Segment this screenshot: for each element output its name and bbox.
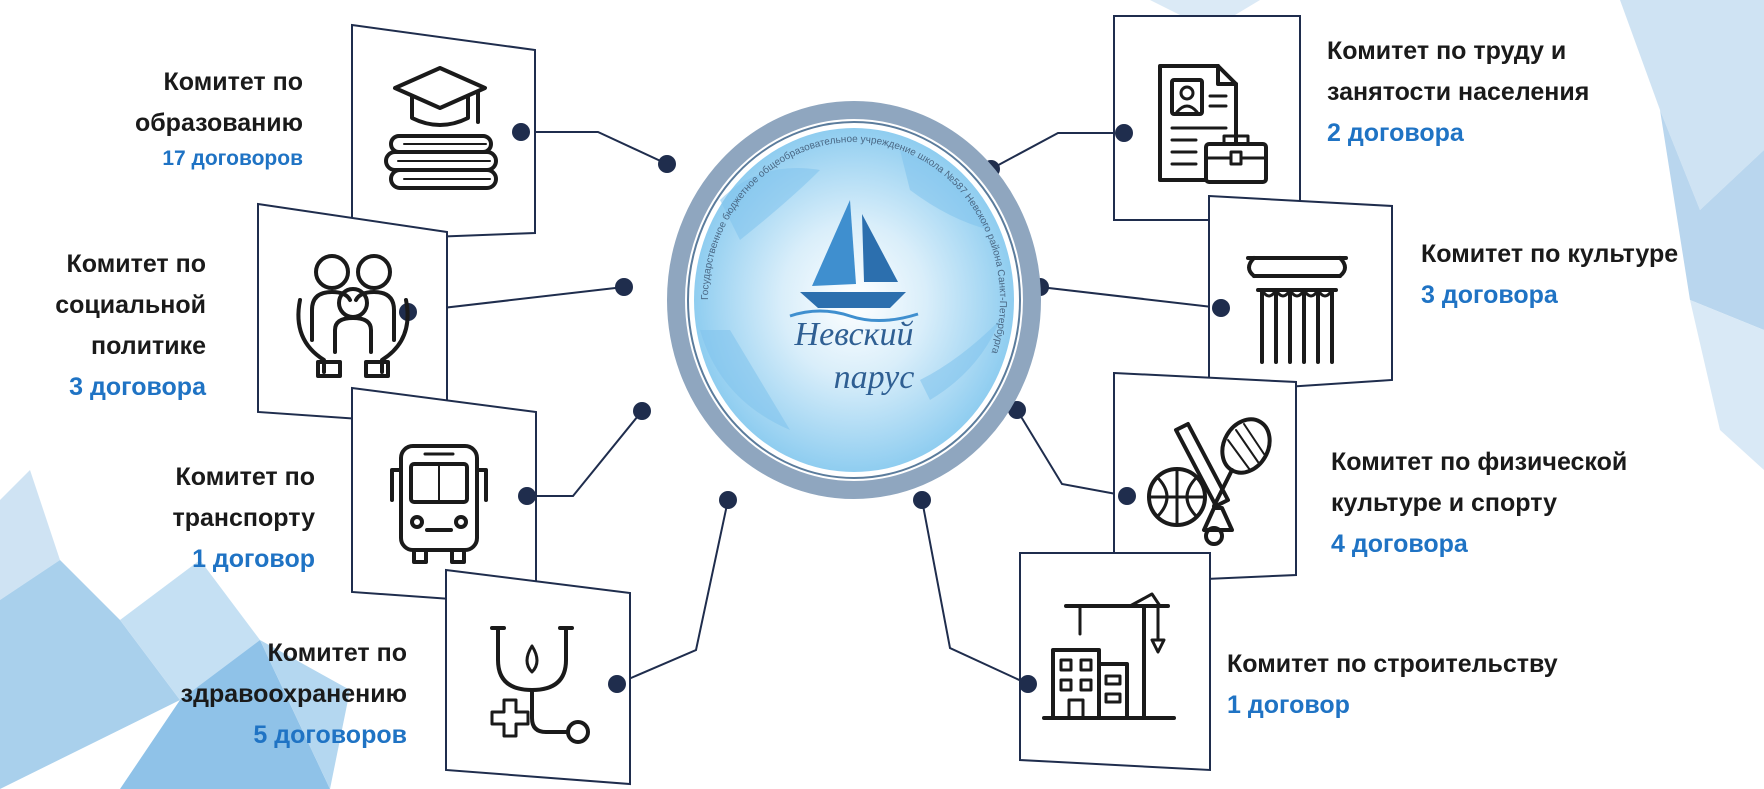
logo-title-line2: парус <box>834 359 915 396</box>
connector-construction <box>921 499 1029 685</box>
connector-lines <box>407 131 1222 685</box>
committee-name-line: транспорту <box>172 504 315 532</box>
committee-name-line: Комитет по труду и <box>1327 37 1567 65</box>
card-transport <box>351 386 537 607</box>
label-construction: Комитет по строительству 1 договор <box>1227 644 1558 726</box>
connector-sport <box>1016 409 1128 497</box>
sailboat-icon <box>789 200 919 323</box>
label-culture: Комитет по культуре 3 договора <box>1421 234 1678 316</box>
graduation-cap-books-icon <box>384 66 498 190</box>
committee-name-line: Комитет по <box>267 639 407 667</box>
building-crane-icon <box>1042 592 1176 720</box>
committee-name-line: Комитет по культуре <box>1421 240 1679 268</box>
committee-name-line: Комитет по <box>163 68 303 96</box>
label-sport: Комитет по физической культуре и спорту … <box>1331 442 1627 565</box>
card-labor <box>1113 15 1301 221</box>
connector-transport <box>527 410 643 497</box>
committee-name-line: социальной <box>55 291 206 319</box>
resume-briefcase-icon <box>1158 64 1268 184</box>
label-health: Комитет по здравоохранению 5 договоров <box>181 633 407 756</box>
contract-count: 1 договор <box>1227 691 1350 719</box>
committee-name-line: политике <box>90 332 206 360</box>
contract-count: 3 договора <box>1421 281 1558 309</box>
sports-equipment-icon <box>1147 417 1272 546</box>
family-hands-icon <box>296 254 410 378</box>
committee-name-line: занятости населения <box>1327 78 1590 106</box>
card-education <box>351 23 536 242</box>
column-icon <box>1246 256 1348 364</box>
label-social: Комитет по социальной политике 3 договор… <box>55 244 206 408</box>
label-labor: Комитет по труду и занятости населения 2… <box>1327 31 1589 154</box>
central-logo: Государственное бюджетное общеобразовате… <box>667 101 1041 499</box>
committee-name-line: культуре и спорту <box>1331 489 1558 517</box>
card-health <box>445 568 631 786</box>
bus-icon <box>390 444 488 564</box>
card-sport <box>1113 371 1297 585</box>
committee-name-line: образованию <box>134 109 303 137</box>
connector-dots <box>399 123 1230 693</box>
logo-title-line1: Невский <box>794 316 914 353</box>
committee-name-line: Комитет по строительству <box>1227 650 1558 678</box>
committee-name-line: Комитет по <box>175 463 315 491</box>
label-transport: Комитет по транспорту 1 договор <box>172 457 315 580</box>
contract-count: 2 договора <box>1327 119 1464 147</box>
contract-count: 4 договора <box>1331 530 1468 558</box>
contract-count: 17 договоров <box>162 147 303 170</box>
committee-name-line: здравоохранению <box>180 680 407 708</box>
connector-culture <box>1039 286 1222 309</box>
contract-count: 1 договор <box>192 545 315 573</box>
contract-count: 5 договоров <box>253 721 407 749</box>
connector-education <box>521 131 668 165</box>
card-construction <box>1019 552 1211 772</box>
committee-name-line: Комитет по физической <box>1331 448 1628 476</box>
connector-health <box>616 499 729 685</box>
connector-labor <box>990 132 1124 170</box>
label-education: Комитет по образованию 17 договоров <box>135 62 303 174</box>
stethoscope-icon <box>490 626 590 744</box>
committee-name-line: Комитет по <box>66 250 206 278</box>
contract-count: 3 договора <box>69 373 206 401</box>
